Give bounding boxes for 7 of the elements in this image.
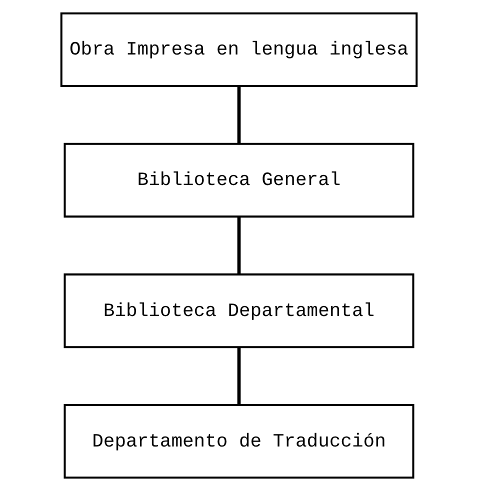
node-box: Biblioteca Departamental	[63, 273, 414, 348]
connector	[236, 86, 240, 144]
node-box: Obra Impresa en lengua inglesa	[60, 12, 418, 88]
connector	[236, 347, 240, 405]
connector	[236, 216, 240, 274]
node-box: Biblioteca General	[63, 142, 414, 218]
node-box: Departamento de Traducción	[63, 404, 414, 479]
